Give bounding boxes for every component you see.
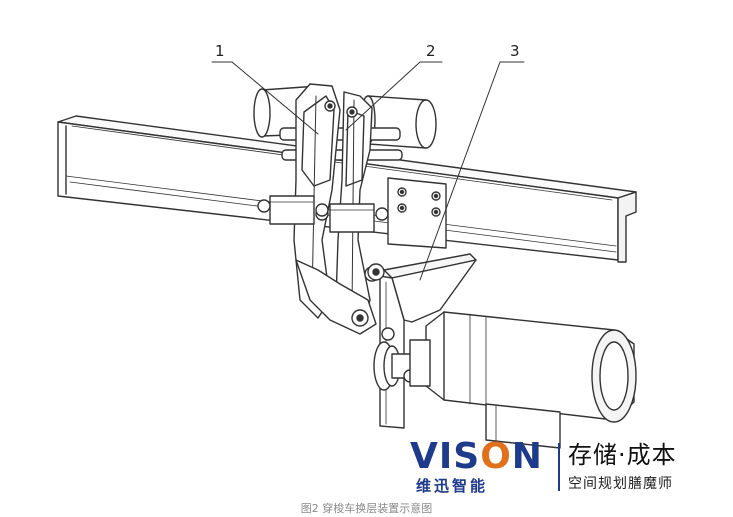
callout-leaders (211, 61, 525, 281)
middle-clamp-block (329, 203, 389, 233)
vison-logo: VISON 维迅智能 存储·成本 空间规划膳魔师 (410, 437, 710, 496)
logo-divider (558, 443, 560, 491)
mounting-plate-upper (387, 177, 447, 249)
callout-2: 2 (426, 42, 436, 60)
brand-wordmark: VISON (410, 437, 543, 477)
motor (409, 311, 637, 449)
brand-o-mark-icon: O (480, 436, 512, 477)
callout-3: 3 (510, 42, 520, 60)
brand-prefix: VIS (410, 436, 481, 477)
brand-suffix: N (511, 436, 543, 477)
brand-chinese-name: 维迅智能 (416, 477, 489, 495)
logo-slogan: 存储·成本 (568, 441, 677, 469)
left-clamp-block (257, 195, 329, 225)
figure-caption: 图2 穿梭车换层装置示意图 (300, 502, 433, 515)
callout-1: 1 (215, 42, 225, 60)
logo-tagline: 空间规划膳魔师 (568, 476, 673, 492)
